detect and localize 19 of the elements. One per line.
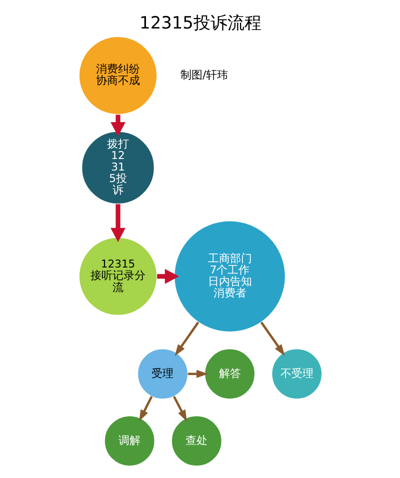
diagram-title: 12315投诉流程 <box>139 12 261 33</box>
arrow <box>156 268 179 284</box>
arrow <box>172 396 187 422</box>
node-circle: 工商部门7个工作日内告知消费者 <box>173 220 286 332</box>
node-circle: 受理 <box>136 348 188 400</box>
node-circle: 查处 <box>170 416 222 466</box>
arrow <box>260 322 284 356</box>
node-circle: 消费纠纷协商不成 <box>78 36 157 115</box>
arrow <box>110 204 125 242</box>
node-circle: 解答 <box>204 348 255 400</box>
arrow <box>174 322 199 356</box>
node-circle: 12315接听记录分流 <box>78 237 157 316</box>
node-circle: 不受理 <box>270 348 322 400</box>
arrow <box>138 396 152 422</box>
arrow <box>110 114 125 136</box>
arrow <box>187 370 208 378</box>
node-circle: 调解 <box>104 416 155 466</box>
label: 制图/轩玮 <box>180 68 228 82</box>
node-circle: 拨打12315投诉 <box>80 131 154 204</box>
